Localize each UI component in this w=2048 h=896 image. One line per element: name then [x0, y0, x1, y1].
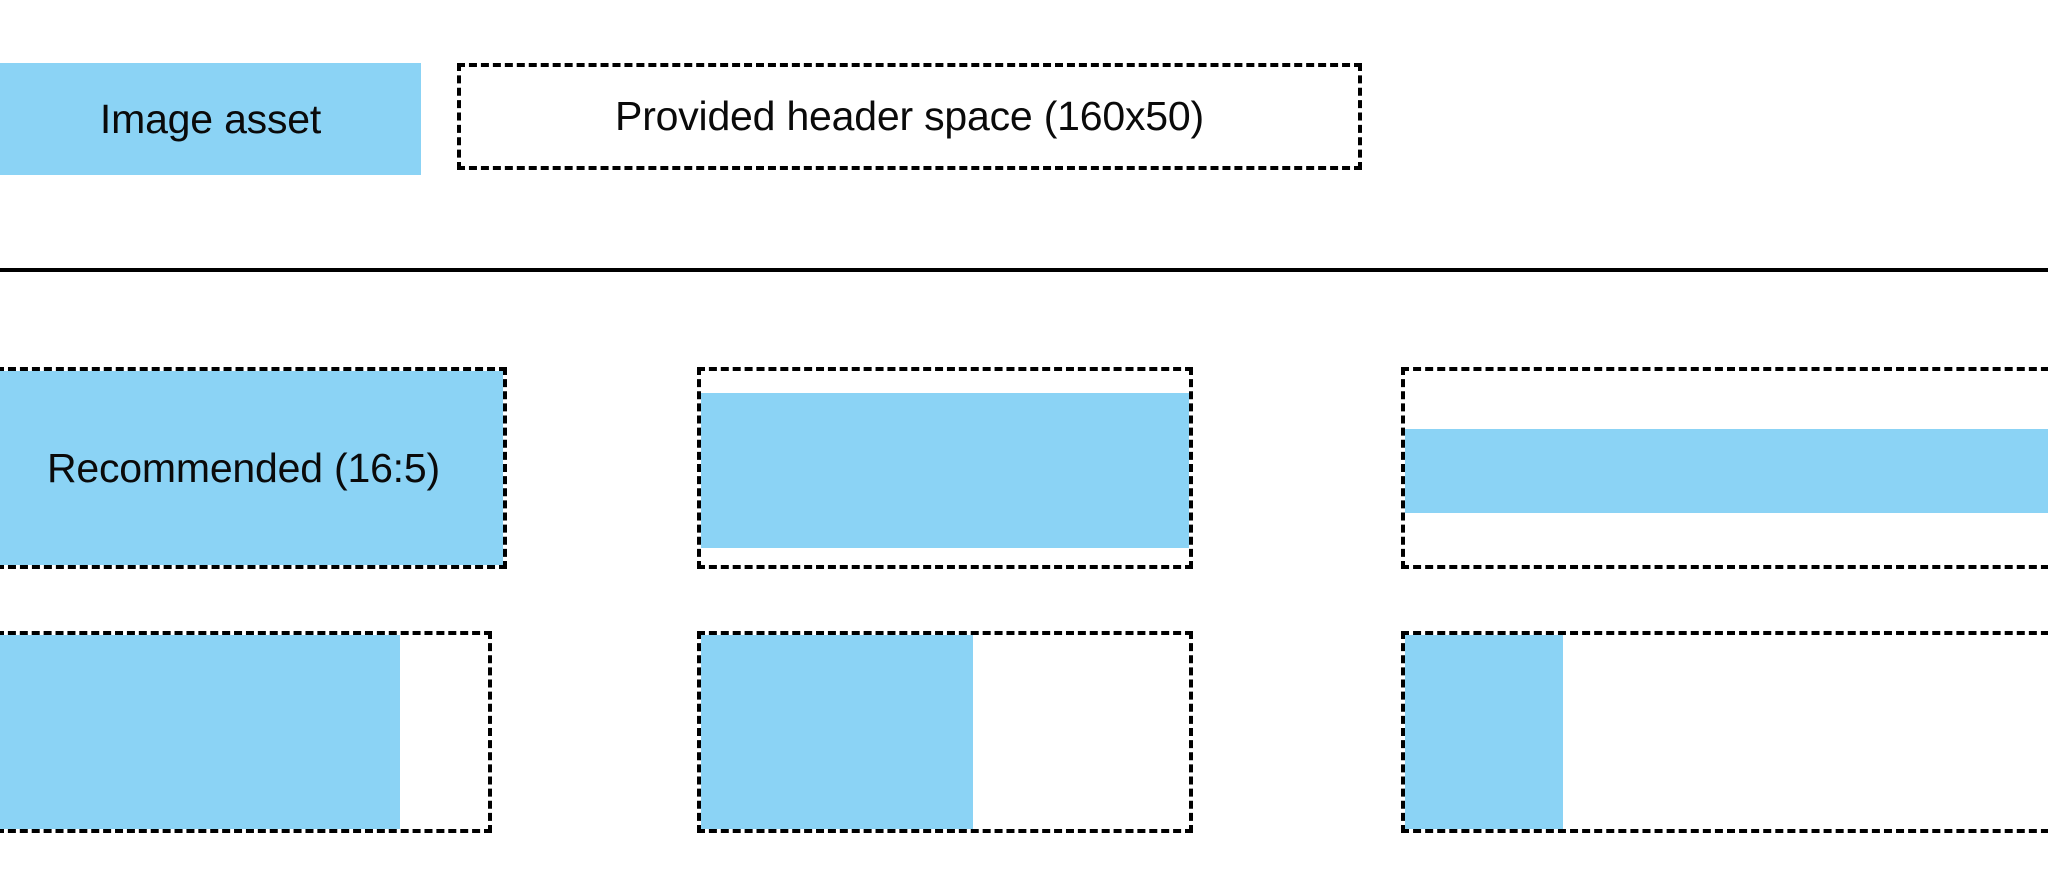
- header-legend-row: Image asset Provided header space (160x5…: [0, 63, 2048, 175]
- sample-card-pillarbox-wide: [0, 631, 492, 833]
- asset-fill-pillarbox-medium: [701, 635, 973, 829]
- sample-card-pillarbox-medium: [697, 631, 1193, 833]
- provided-header-space-label: Provided header space (160x50): [615, 93, 1204, 139]
- asset-fill-letterbox-medium: [701, 393, 1189, 548]
- sample-card-letterbox-medium: [697, 367, 1193, 569]
- sample-card-letterbox-thin: [1401, 367, 2048, 569]
- image-asset-legend-swatch: Image asset: [0, 63, 421, 175]
- sample-card-pillarbox-narrow: [1401, 631, 2048, 833]
- sample-card-recommended: Recommended (16:5): [0, 367, 507, 569]
- asset-fill-pillarbox-narrow: [1405, 635, 1563, 829]
- provided-header-space-box: Provided header space (160x50): [457, 63, 1362, 170]
- asset-fill-letterbox-thin: [1405, 429, 2048, 513]
- section-divider: [0, 268, 2048, 272]
- image-asset-legend-label: Image asset: [99, 95, 322, 142]
- asset-fill-pillarbox-wide: [0, 635, 400, 829]
- asset-fill-full: [0, 371, 503, 565]
